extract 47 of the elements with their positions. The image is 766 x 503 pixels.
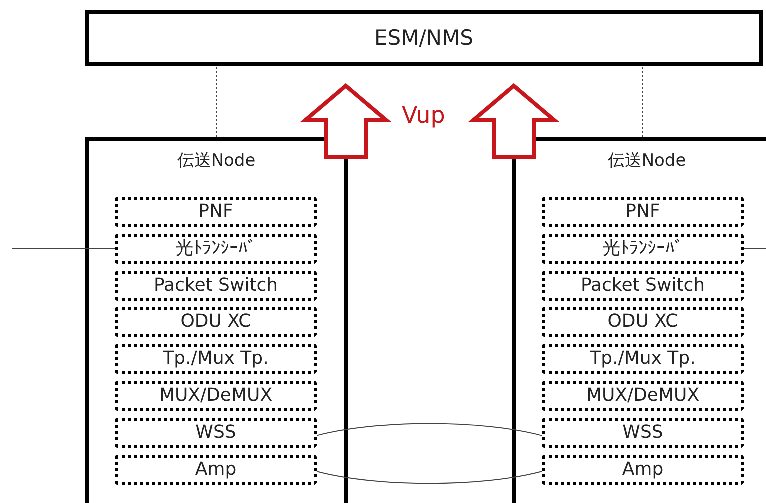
function-label: Amp [622,460,664,479]
function-label: PNF [198,203,234,221]
block-arrow [468,83,560,159]
function-box [115,344,317,374]
function-box [542,381,744,411]
node-frame [512,137,766,503]
function-label: Packet Switch [154,276,278,295]
system-label: ESM/NMS [374,26,474,50]
function-box [115,454,317,485]
node-frame [85,137,348,503]
fiber-link [316,423,542,436]
function-box [115,418,317,448]
protocol-label: Vup [402,103,446,129]
function-box [115,270,317,301]
function-box [115,307,317,338]
function-box [542,270,744,301]
function-label: WSS [196,424,236,442]
node-title: 伝送Node [176,150,257,172]
connector-line [744,248,766,250]
function-label: WSS [622,424,664,442]
function-box [115,381,317,411]
function-label: 光ﾄﾗﾝｼｰﾊﾞ [176,240,256,258]
function-box [542,344,744,374]
function-box [115,234,317,264]
node-title: 伝送Node [606,150,688,172]
function-label: Amp [195,460,237,479]
dotted-line [642,66,644,138]
function-label: 光ﾄﾗﾝｼｰﾊﾞ [602,240,684,258]
function-box [542,234,744,264]
function-box [115,197,317,227]
function-box [542,418,744,448]
dotted-line [216,66,218,138]
function-box [542,454,744,485]
function-label: ODU XC [180,313,252,332]
function-label: Tp./Mux Tp. [163,350,269,368]
function-label: ODU XC [608,313,678,332]
function-label: MUX/DeMUX [586,387,700,405]
function-box [542,307,744,338]
function-label: Packet Switch [580,276,706,295]
function-label: Tp./Mux Tp. [590,350,696,368]
block-arrow [300,83,392,159]
function-label: MUX/DeMUX [159,387,273,405]
fiber-link [316,471,542,484]
connector-line [12,248,116,250]
function-label: PNF [626,203,660,221]
system-box [85,10,763,66]
function-box [542,197,744,227]
